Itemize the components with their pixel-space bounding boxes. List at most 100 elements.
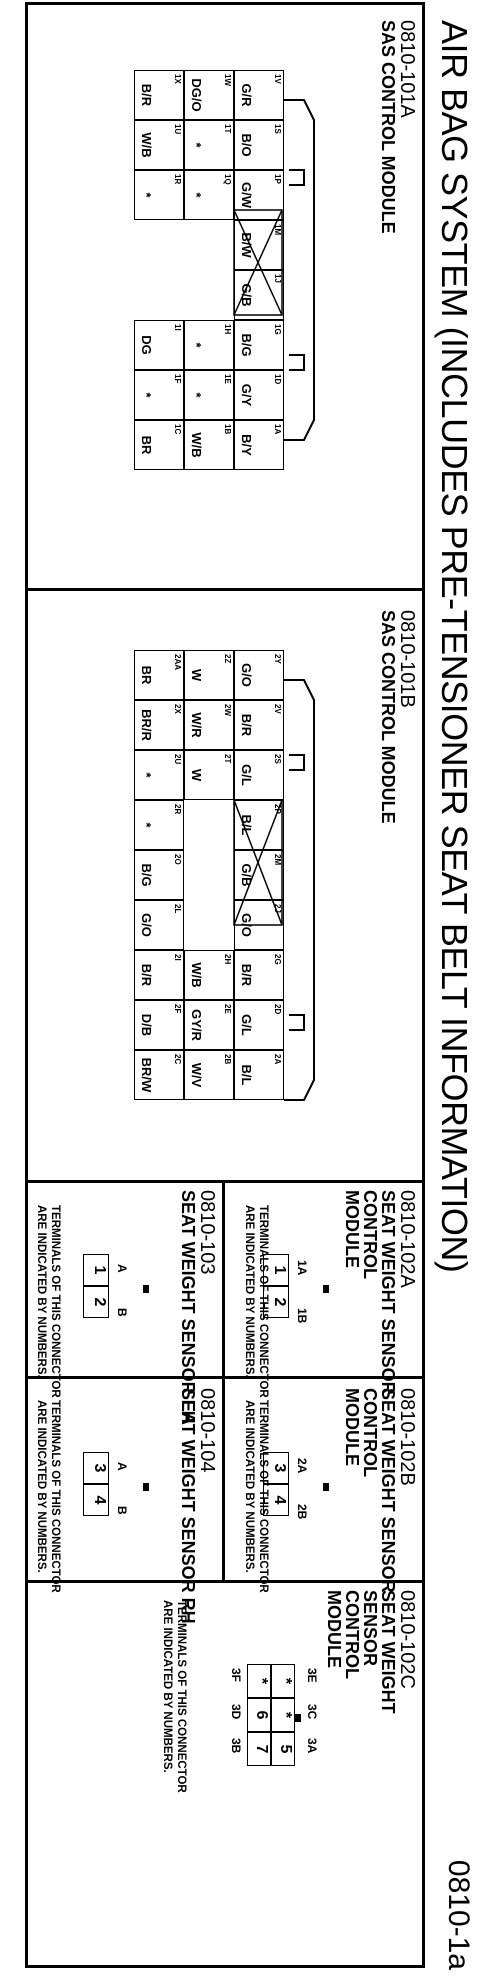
connector-name-102a-line3: MODULE — [342, 1190, 362, 1268]
connector-name-102c-line2: SENSOR — [360, 1590, 380, 1667]
terminal-code: 1V — [273, 74, 282, 84]
pin-label: 3C — [305, 1704, 319, 1720]
terminal-code: 1B — [223, 424, 232, 435]
wire-color: GY/R — [189, 1009, 204, 1041]
pin-number: * — [247, 1664, 271, 1698]
pin-number: 3 — [83, 1452, 109, 1484]
terminal-code: 2L — [173, 904, 182, 914]
note-104-line2: ARE INDICATED BY NUMBERS. — [35, 1400, 47, 1573]
terminal-code: 2U — [173, 754, 182, 765]
page-id: 0810-1a — [442, 1859, 475, 1970]
connector-id-104: 0810-104 — [196, 1388, 218, 1473]
terminal-code: 2Y — [273, 654, 282, 664]
terminal-code: 2M — [273, 854, 282, 866]
pin-label: 1A — [295, 1260, 309, 1276]
terminal-code: 2T — [223, 754, 232, 764]
divider-1 — [25, 588, 425, 591]
pin-label: 3A — [305, 1738, 319, 1754]
terminal-cell: 1I DG — [134, 320, 184, 370]
terminal-cell: 1Q* — [184, 170, 234, 220]
wire-color: G/O — [239, 663, 254, 687]
wire-color: B/R — [239, 713, 254, 737]
connector-102a-key — [323, 1285, 329, 1293]
terminal-code: 1R — [173, 174, 182, 185]
connector-name-104: SEAT WEIGHT SENSOR RH — [178, 1388, 198, 1624]
divider-3 — [25, 1580, 425, 1583]
pin-number: 5 — [271, 1732, 295, 1766]
terminal-code: 1S — [273, 124, 282, 134]
terminal-code: 2C — [173, 1054, 182, 1065]
terminal-cell: 2T W — [184, 750, 234, 800]
connector-name-102c-line4: MODULE — [324, 1590, 344, 1668]
wire-color: W/B — [189, 962, 204, 988]
connector-102c: 3E 3C 3A * * 5 * 6 7 3F 3D 3B — [209, 1660, 319, 1800]
pin-number: * — [271, 1698, 295, 1732]
pin-label: 2B — [295, 1504, 309, 1520]
connector-104: A B 3 4 — [69, 1446, 149, 1556]
terminal-code: 1J — [273, 274, 282, 283]
wire-color: G/W — [239, 182, 254, 208]
terminal-code: 2A — [273, 1054, 282, 1065]
terminal-code: 2J — [273, 904, 282, 913]
terminal-code: 1H — [223, 324, 232, 335]
divider-2 — [25, 1180, 425, 1183]
terminal-code: 2W — [223, 704, 232, 716]
wire-color: B/R — [139, 83, 154, 107]
pin-label: 3F — [229, 1668, 243, 1683]
pin-label: B — [115, 1308, 129, 1317]
wire-color: B/L — [239, 814, 254, 836]
terminal-code: 2E — [223, 1004, 232, 1014]
terminal-code: 1I — [173, 324, 182, 331]
note-102c-line1: TERMINALS OF THIS CONNECTOR — [175, 1600, 187, 1793]
wire-color: W — [189, 768, 204, 782]
wire-color: W — [189, 668, 204, 682]
terminal-code: 1D — [273, 374, 282, 385]
wire-color: DG — [139, 335, 154, 355]
pin-label: A — [115, 1264, 129, 1273]
terminal-code: 2R — [173, 804, 182, 815]
divider-h — [222, 1180, 225, 1580]
terminal-cell: 1B W/B — [184, 420, 234, 470]
note-104-line1: TERMINALS OF THIS CONNECTOR — [49, 1400, 61, 1593]
connector-name-102b-line2: CONTROL — [360, 1388, 380, 1477]
wire-color: G/L — [239, 1014, 254, 1036]
terminal-code: 1U — [173, 124, 182, 135]
wire-color: * — [139, 822, 154, 828]
wire-color: G/B — [239, 283, 254, 307]
note-102a-line2: ARE INDICATED BY NUMBERS. — [243, 1205, 255, 1378]
wire-color: G/O — [139, 913, 154, 937]
wire-color: * — [189, 142, 204, 148]
connector-name-102b-line1: SEAT WEIGHT SENSOR — [378, 1388, 398, 1593]
connector-id-102c: 0810-102C — [396, 1590, 418, 1689]
wire-color: * — [139, 192, 154, 198]
wire-color: W/B — [189, 432, 204, 458]
terminal-cell: 2E GY/R — [184, 1000, 234, 1050]
connector-id-103: 0810-103 — [196, 1190, 218, 1275]
pin-label: 3B — [229, 1738, 243, 1754]
terminal-code: 2X — [173, 704, 182, 714]
wire-color: * — [189, 342, 204, 348]
wire-color: B/W — [239, 232, 254, 258]
connector-102b-key — [323, 1483, 329, 1491]
wire-color: B/R — [239, 963, 254, 987]
connector-name-102a-line1: SEAT WEIGHT SENSOR — [378, 1190, 398, 1395]
wire-color: DG/O — [189, 78, 204, 112]
terminal-cell: 1J G/B — [234, 270, 284, 320]
wire-color: B/L — [239, 1064, 254, 1086]
wire-color: B/O — [239, 133, 254, 157]
connector-id-102a: 0810-102A — [396, 1190, 418, 1288]
